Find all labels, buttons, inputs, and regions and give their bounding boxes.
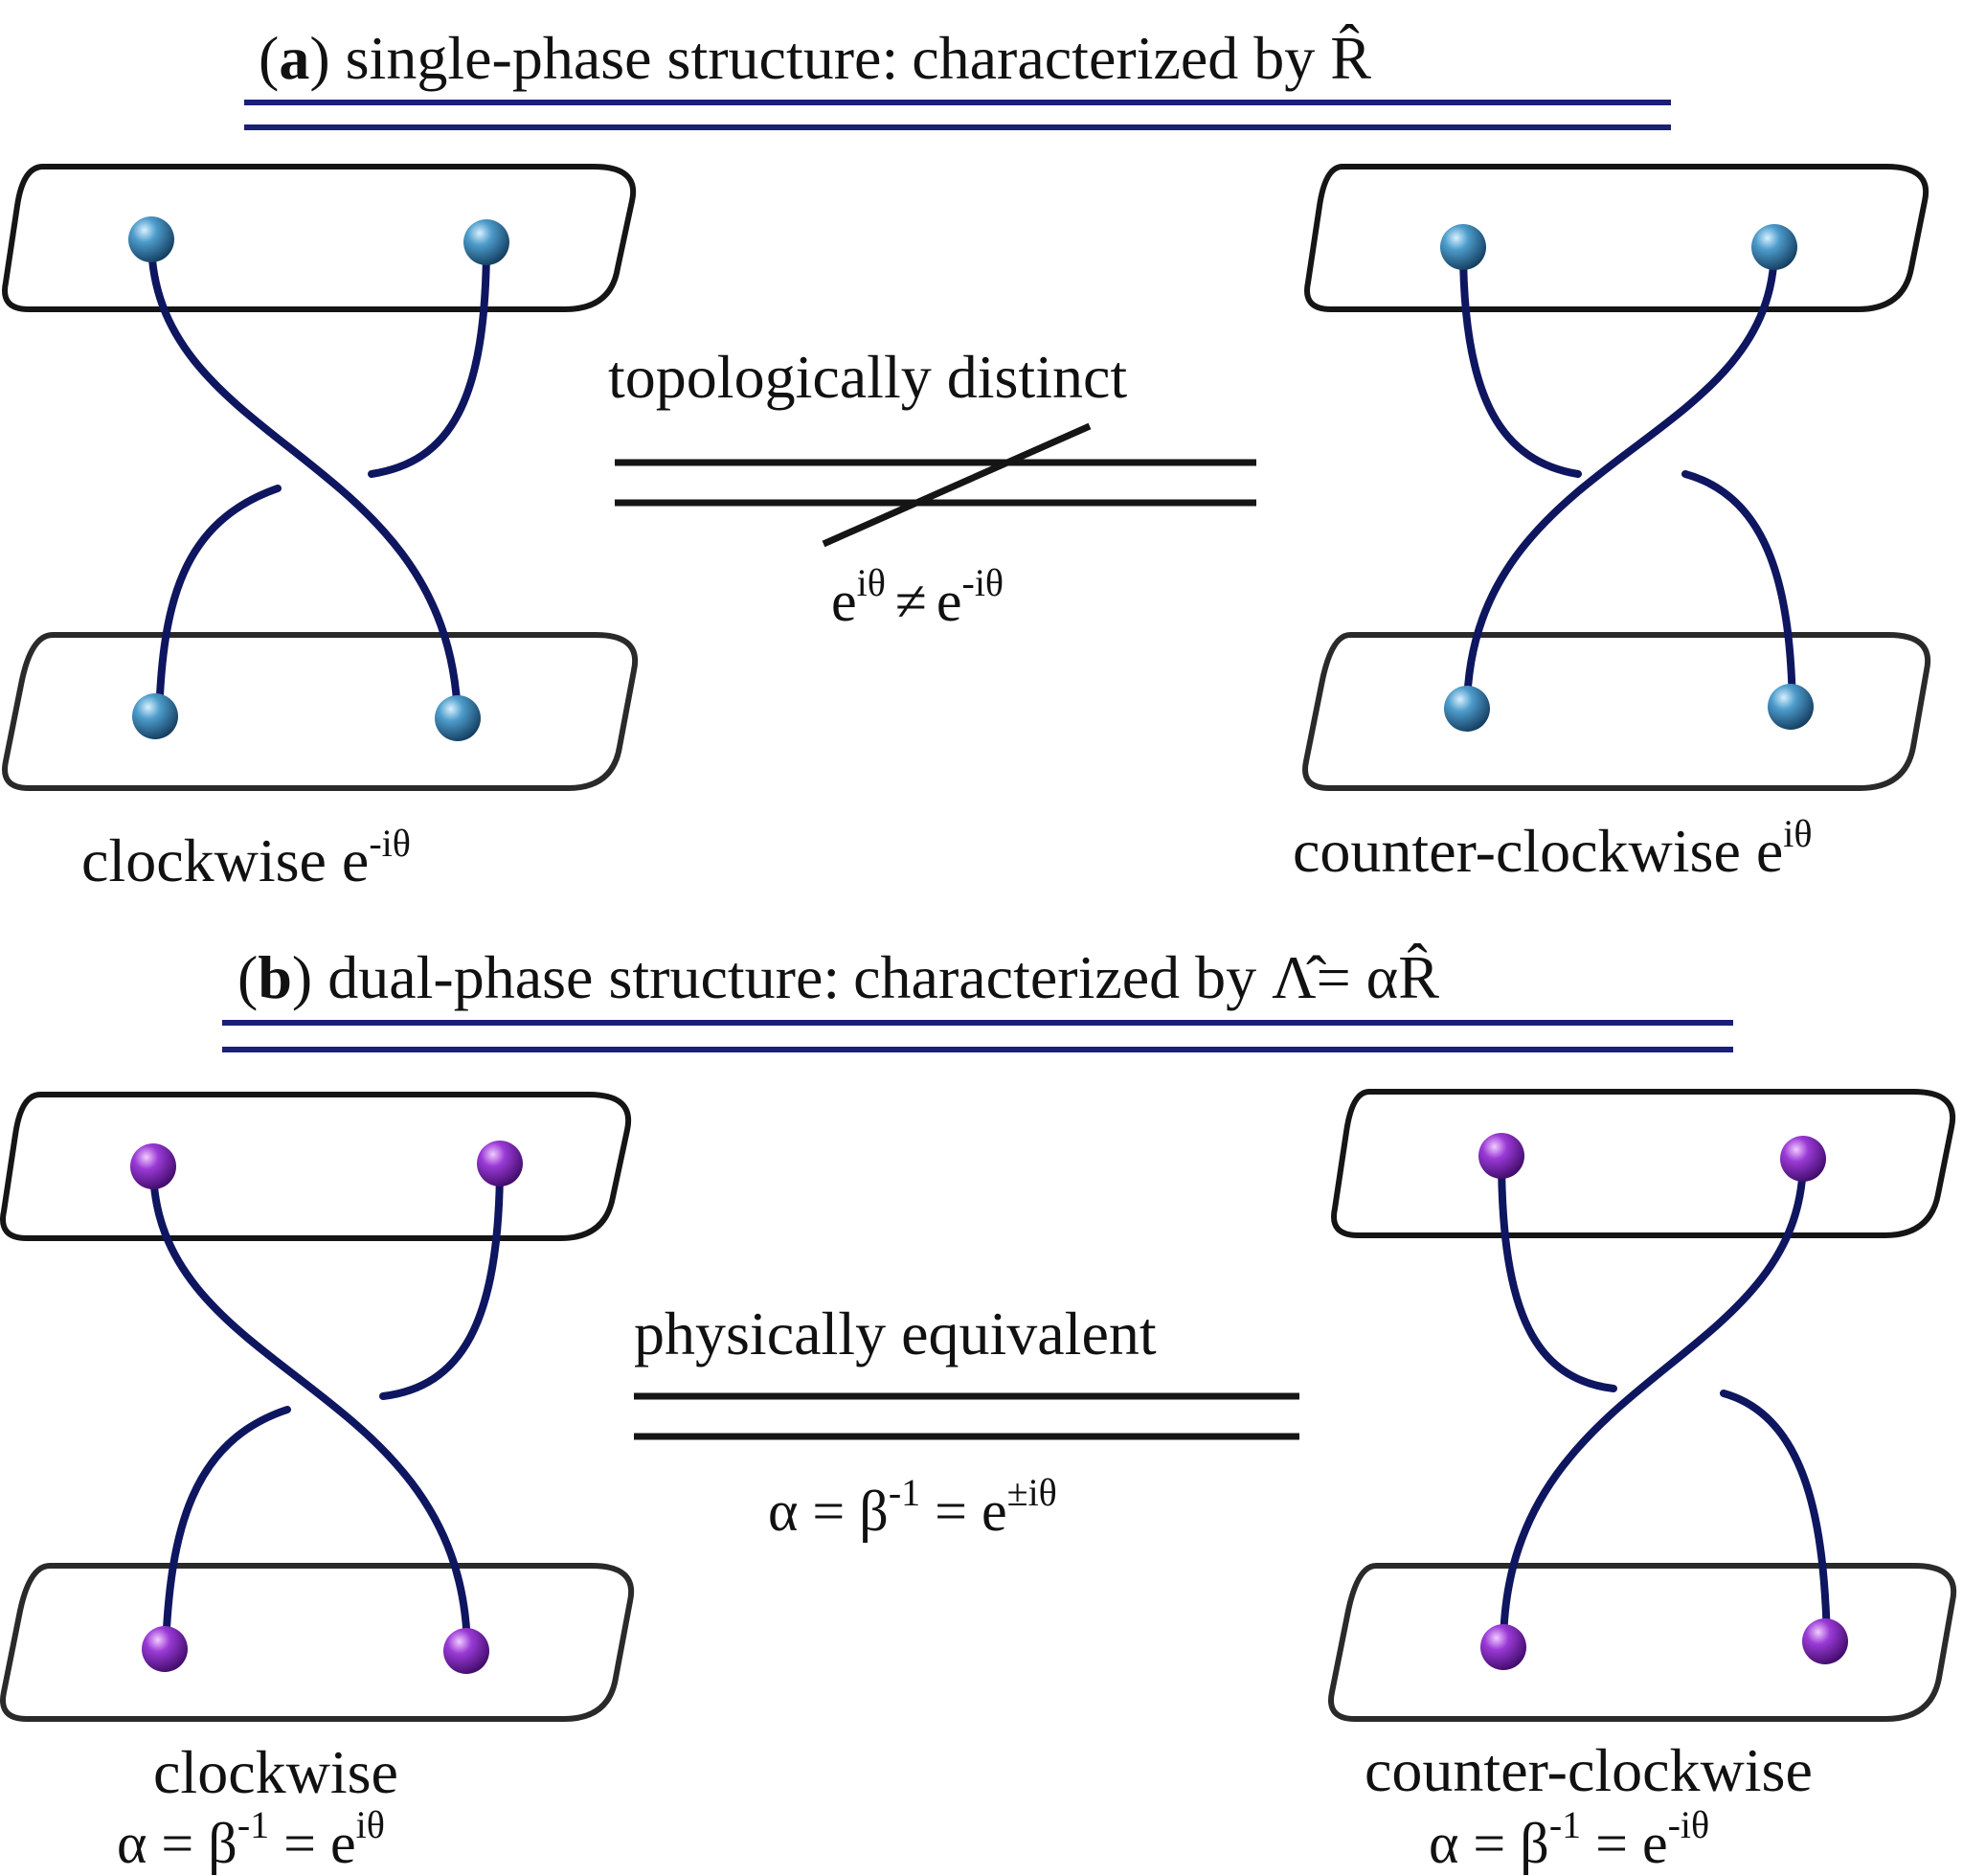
particle	[1478, 1133, 1524, 1179]
particle	[1480, 1624, 1526, 1670]
equivalent-symbol	[634, 1392, 1299, 1440]
caption-a-clockwise: clockwise e-iθ	[81, 822, 411, 894]
frame-top	[1331, 1089, 1956, 1238]
caption-b-clockwise-line2: α = β-1 = eiθ	[117, 1803, 385, 1875]
particle	[128, 216, 174, 262]
frame-bottom	[1328, 1563, 1957, 1722]
panel-a-title: (a) single-phase structure:characterized…	[259, 23, 1371, 92]
strand-under-upper	[1498, 1152, 1617, 1392]
frame-bottom	[2, 632, 639, 791]
not-equivalent-symbol	[615, 422, 1256, 548]
strand-over	[1463, 243, 1778, 712]
strand-under-upper	[1459, 243, 1582, 478]
strand-under-lower	[1720, 1390, 1831, 1643]
particle	[130, 1143, 176, 1189]
particle	[463, 219, 509, 265]
strand-under-lower	[162, 1406, 291, 1651]
strand-under-upper	[368, 238, 490, 478]
particle	[443, 1628, 489, 1674]
panel-b-label: b	[258, 943, 292, 1011]
strand-under-lower	[155, 485, 282, 720]
panel-b: (b) dual-phase structure:characterized b…	[0, 942, 1957, 1875]
strand-over	[147, 236, 462, 722]
strand-over	[149, 1163, 471, 1653]
particle	[142, 1626, 188, 1672]
particle	[477, 1141, 523, 1187]
frame-bottom	[0, 1563, 635, 1722]
panel-b-title-rest: characterized by	[853, 943, 1272, 1011]
particle	[1440, 224, 1486, 270]
panel-a: (a) single-phase structure:characterized…	[2, 23, 1931, 894]
relation-b-text: physically equivalent	[634, 1300, 1157, 1367]
panel-b-title-rule	[222, 1020, 1733, 1052]
strand-over	[1500, 1155, 1807, 1649]
braid-a-clockwise	[2, 164, 639, 791]
relation-a-equation: eiθ≠e-iθ	[831, 561, 1004, 633]
frame-bottom	[1302, 632, 1931, 791]
caption-b-counter-clockwise-line2: α = β-1 = e-iθ	[1429, 1803, 1709, 1875]
particle	[132, 693, 178, 739]
caption-b-counter-clockwise-line1: counter-clockwise	[1365, 1736, 1813, 1804]
panel-a-title-rule	[244, 100, 1671, 130]
panel-b-title-text: dual-phase structure	[327, 943, 823, 1011]
panel-a-label: a	[279, 24, 309, 92]
relation-b-equation: α = β-1 = e±iθ	[768, 1471, 1057, 1543]
frame-top	[0, 1092, 632, 1241]
panel-a-title-rest: characterized by	[912, 24, 1330, 92]
r-hat-symbol: R̂	[1398, 942, 1439, 1011]
strand-under-upper	[379, 1160, 504, 1400]
braid-b-clockwise	[0, 1092, 635, 1722]
caption-b-clockwise-line1: clockwise	[153, 1738, 398, 1806]
particle	[1780, 1136, 1826, 1182]
particle	[1444, 686, 1490, 732]
panel-a-title-text: single-phase structure	[346, 24, 882, 92]
frame-top	[2, 164, 637, 312]
particle	[1802, 1618, 1848, 1664]
braid-b-counter-clockwise	[1328, 1089, 1957, 1722]
particle	[1768, 684, 1814, 730]
relation-a-text: topologically distinct	[608, 343, 1127, 411]
particle	[435, 695, 481, 741]
strand-under-lower	[1681, 470, 1796, 712]
particle	[1751, 224, 1797, 270]
panel-b-title: (b) dual-phase structure:characterized b…	[237, 942, 1439, 1011]
braid-a-counter-clockwise	[1302, 164, 1931, 791]
frame-top	[1304, 164, 1929, 312]
caption-a-counter-clockwise: counter-clockwise eiθ	[1293, 812, 1813, 885]
r-hat-symbol: R̂	[1330, 23, 1371, 92]
